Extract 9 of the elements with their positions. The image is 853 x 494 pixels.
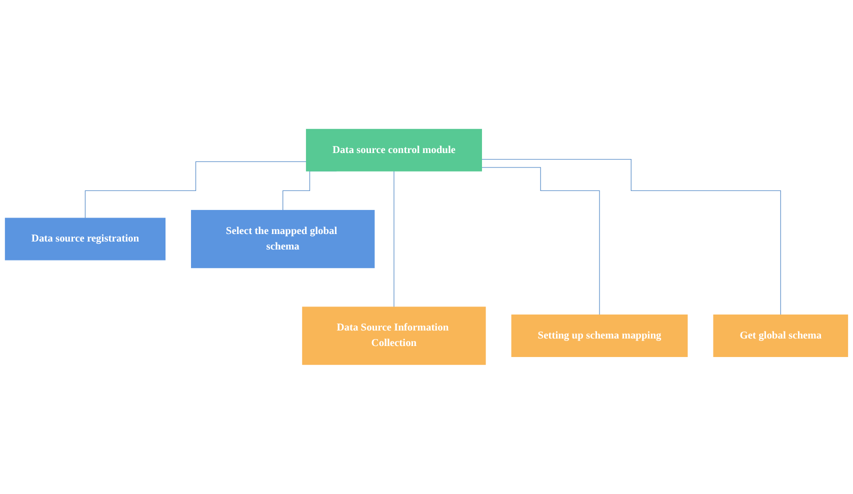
node-box: Data source control module — [306, 129, 482, 172]
node-box: Select the mapped global schema — [191, 210, 375, 268]
node-box: Data Source Information Collection — [302, 306, 486, 365]
connector — [481, 167, 600, 316]
connector — [84, 161, 307, 219]
connector — [481, 159, 781, 316]
node-box: Get global schema — [713, 314, 848, 358]
node-box: Setting up schema mapping — [511, 314, 688, 358]
node-box: Data source registration — [4, 218, 166, 260]
